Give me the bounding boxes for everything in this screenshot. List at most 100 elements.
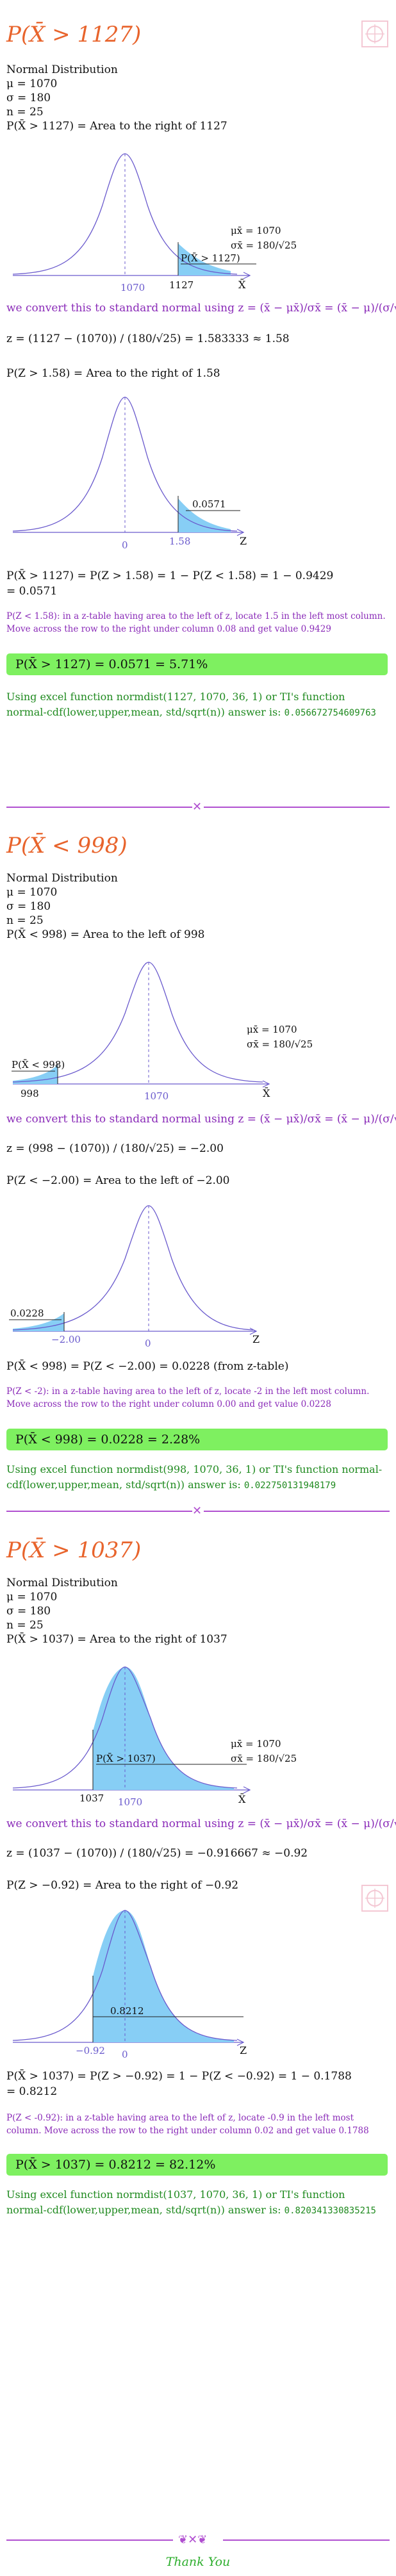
value-tick-label: 1127	[169, 279, 194, 291]
convert-text: we convert this to standard normal using…	[6, 1113, 396, 1126]
excel-answer: 0.022750131948179	[243, 1481, 336, 1491]
value-tick-label: 1.58	[169, 536, 190, 547]
region-label: P(X̄ < 998)	[12, 1059, 65, 1071]
z-area-statement: P(Z > −0.92) = Area to the right of −0.9…	[6, 1879, 239, 1892]
value-tick-label: 998	[21, 1088, 39, 1099]
region-label: P(X̄ > 1127)	[181, 252, 240, 264]
value-tick-label: −2.00	[51, 1334, 81, 1345]
sigma-xbar-label: σx̄ = 180/√25	[231, 240, 297, 251]
section-heading: P(X̄ > 1037)	[6, 1538, 142, 1563]
mu-xbar-label: μx̄ = 1070	[231, 225, 281, 236]
sigma-xbar-label: σx̄ = 180/√25	[231, 1753, 297, 1764]
mu-xbar-label: μx̄ = 1070	[231, 1738, 281, 1750]
dist-title: Normal Distribution	[6, 63, 118, 76]
z-calculation: z = (1037 − (1070)) / (180/√25) = −0.916…	[6, 1847, 308, 1860]
standard-normal-curve: 0.0228 0 −2.00 Z	[9, 1205, 260, 1349]
z-table-note: P(Z < -2): in a z-table having area to t…	[6, 1386, 370, 1409]
axis-label: X̄	[238, 1792, 246, 1805]
excel-text: Using excel function normdist(1037, 1070…	[6, 2188, 345, 2216]
sampling-curve: P(X̄ > 1037) 1070 1037 X̄ μx̄ = 1070 σx̄…	[12, 1666, 297, 1808]
region-label: P(X̄ > 1037)	[96, 1753, 156, 1764]
dist-title: Normal Distribution	[6, 872, 118, 885]
z-table-note: P(Z < -0.92): in a z-table having area t…	[6, 2113, 369, 2136]
probability-line: P(X̄ < 998) = P(Z < −2.00) = 0.0228 (fro…	[6, 1360, 289, 1373]
mu-line: μ = 1070	[6, 886, 58, 899]
section-divider: ✕	[0, 800, 396, 814]
standard-normal-curve: 0.8212 0 −0.92 Z	[12, 1910, 247, 2060]
section-heading: P(X̄ < 998)	[6, 833, 128, 858]
sigma-line: σ = 180	[6, 92, 51, 104]
shaded-region	[93, 1910, 234, 2042]
axis-label: Z	[252, 1333, 260, 1345]
excel-text: Using excel function normdist(998, 1070,…	[6, 1463, 383, 1491]
value-tick-label: −0.92	[76, 2045, 105, 2056]
sigma-xbar-label: σx̄ = 180/√25	[247, 1038, 313, 1050]
area-value-label: 0.0228	[10, 1308, 44, 1319]
z-calculation: z = (1127 − (1070)) / (180/√25) = 1.5833…	[6, 332, 290, 345]
probability-line: P(X̄ > 1037) = P(Z > −0.92) = 1 − P(Z < …	[6, 2070, 352, 2083]
excel-text: Using excel function normdist(1127, 1070…	[6, 691, 345, 718]
z-table-note: P(Z < 1.58): in a z-table having area to…	[6, 611, 386, 634]
section-divider: ✕	[0, 1504, 396, 1518]
sigma-line: σ = 180	[6, 1605, 51, 1618]
area-value-label: 0.0571	[192, 498, 226, 510]
shaded-region	[178, 498, 231, 532]
watermark-icon	[361, 1885, 388, 1912]
excel-note: Using excel function normdist(1127, 1070…	[6, 689, 388, 721]
result-box: P(X̄ < 998) = 0.0228 = 2.28%	[6, 1429, 388, 1450]
excel-answer: 0.056672754609763	[284, 708, 376, 718]
result-box: P(X̄ > 1037) = 0.8212 = 82.12%	[6, 2154, 388, 2176]
area-value-label: 0.8212	[110, 2005, 144, 2017]
normal-curve	[12, 1205, 254, 1331]
mean-tick-label: 1070	[144, 1090, 169, 1102]
shaded-region	[13, 1313, 64, 1331]
area-statement: P(X̄ > 1127) = Area to the right of 1127	[6, 120, 227, 133]
excel-note: Using excel function normdist(1037, 1070…	[6, 2187, 388, 2219]
mean-tick-label: 0	[122, 2049, 128, 2060]
result-box: P(X̄ > 1127) = 0.0571 = 5.71%	[6, 653, 388, 675]
mean-tick-label: 1070	[118, 1796, 142, 1808]
axis-label: X̄	[238, 277, 246, 291]
mean-tick-label: 1070	[120, 282, 145, 293]
area-statement: P(X̄ > 1037) = Area to the right of 1037	[6, 1633, 227, 1646]
n-line: n = 25	[6, 1619, 44, 1632]
z-area-statement: P(Z > 1.58) = Area to the right of 1.58	[6, 367, 220, 380]
dist-title: Normal Distribution	[6, 1577, 118, 1589]
ornament-icon: ✕	[192, 1504, 202, 1518]
mu-xbar-label: μx̄ = 1070	[247, 1024, 297, 1035]
convert-text: we convert this to standard normal using…	[6, 1817, 396, 1830]
area-statement: P(X̄ < 998) = Area to the left of 998	[6, 928, 205, 941]
section-3: P(X̄ > 1037) Normal Distribution μ = 107…	[0, 1538, 396, 2518]
z-calculation: z = (998 − (1070)) / (180/√25) = −2.00	[6, 1142, 224, 1155]
mean-tick-label: 0	[122, 539, 128, 551]
convert-text: we convert this to standard normal using…	[6, 302, 396, 315]
value-tick-label: 1037	[79, 1793, 104, 1804]
shaded-region	[178, 243, 231, 275]
axis-label: X̄	[263, 1086, 270, 1099]
ornament-icon: ❦✕❦	[178, 2533, 208, 2547]
sigma-line: σ = 180	[6, 900, 51, 913]
axis-label: Z	[240, 535, 247, 547]
mu-line: μ = 1070	[6, 1591, 58, 1604]
watermark-icon	[361, 21, 388, 47]
shaded-region	[93, 1667, 234, 1790]
standard-normal-curve: 0.0571 0 1.58 Z	[12, 397, 247, 551]
probability-line: P(X̄ > 1127) = P(Z > 1.58) = 1 − P(Z < 1…	[6, 570, 334, 582]
n-line: n = 25	[6, 106, 44, 119]
ornament-icon: ✕	[192, 800, 202, 814]
section-1: P(X̄ > 1127) Normal Distribution μ = 107…	[0, 0, 396, 839]
probability-result-line: = 0.0571	[6, 585, 58, 598]
final-divider: ❦✕❦	[0, 2533, 396, 2547]
n-line: n = 25	[6, 914, 44, 927]
thank-you: Thank You	[165, 2555, 231, 2569]
mu-line: μ = 1070	[6, 78, 58, 90]
probability-result-line: = 0.8212	[6, 2085, 58, 2098]
section-heading: P(X̄ > 1127)	[6, 22, 142, 47]
axis-label: Z	[240, 2044, 247, 2056]
section-2: P(X̄ < 998) Normal Distribution μ = 1070…	[0, 833, 396, 1525]
excel-answer: 0.820341330835215	[284, 2206, 376, 2216]
z-area-statement: P(Z < −2.00) = Area to the left of −2.00	[6, 1174, 230, 1187]
sampling-curve: 1070 1127 X̄ P(X̄ > 1127) μx̄ = 1070 σx̄…	[12, 153, 297, 293]
mean-tick-label: 0	[145, 1338, 151, 1349]
